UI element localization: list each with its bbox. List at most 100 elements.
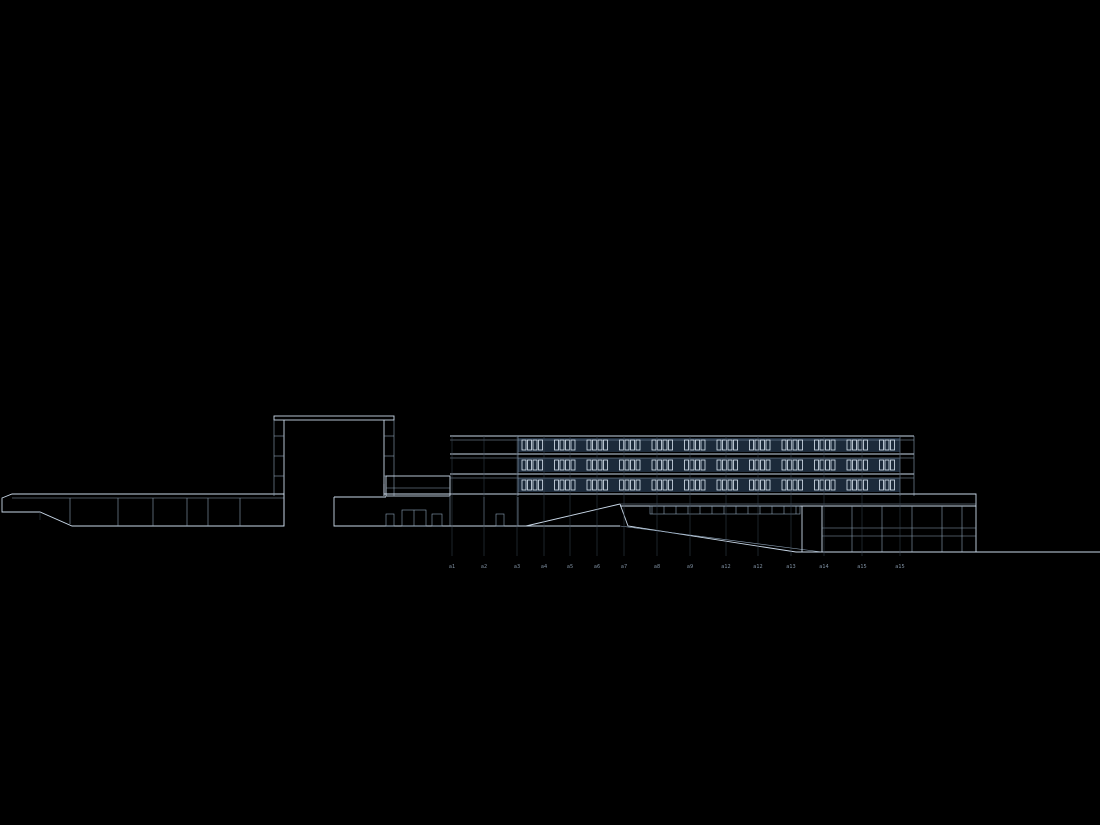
window-pane [700, 439, 706, 451]
window-pane [765, 459, 771, 471]
window-pane [565, 439, 570, 451]
window-pane [630, 479, 635, 491]
window-pane [830, 479, 836, 491]
window-pane [559, 479, 565, 491]
window-pane [521, 479, 527, 491]
window-pane [586, 459, 592, 471]
window-pane [716, 459, 722, 471]
window-pane [825, 439, 830, 451]
grid-axis-label: a13 [786, 564, 795, 570]
window-pane [749, 459, 754, 471]
window-pane [592, 439, 597, 451]
window-pane [635, 439, 641, 451]
window-pane [722, 439, 727, 451]
entrance-podium [333, 475, 620, 527]
window-pane [668, 439, 673, 451]
window-pane [787, 479, 792, 491]
window-pane [700, 459, 706, 471]
tower-core [273, 415, 395, 526]
window-pane [760, 439, 765, 451]
clerestory-panes [651, 506, 797, 514]
window-pane [586, 439, 592, 451]
window-pane [651, 459, 657, 471]
window-pane [727, 459, 733, 471]
window-pane [619, 479, 624, 491]
window-pane [727, 439, 733, 451]
window-pane [846, 439, 852, 451]
window-pane [716, 439, 722, 451]
window-pane [830, 439, 836, 451]
grid-axis-label: a15 [857, 564, 866, 570]
window-pane [624, 459, 630, 471]
grid-axis-label: a15 [895, 564, 904, 570]
window-pane [863, 479, 868, 491]
grid-axis-label: a8 [654, 564, 660, 570]
window-pane [554, 479, 559, 491]
window-pane [635, 459, 641, 471]
window-pane [630, 459, 635, 471]
window-pane [592, 459, 597, 471]
window-pane [565, 459, 570, 471]
window-pane [765, 479, 771, 491]
grid-axis-label: a14 [819, 564, 828, 570]
window-pane [532, 439, 538, 451]
window-pane [668, 479, 673, 491]
window-pane [754, 459, 760, 471]
window-pane [852, 459, 857, 471]
window-pane [603, 459, 608, 471]
window-pane [716, 479, 722, 491]
right-podium [383, 484, 1100, 553]
window-pane [830, 459, 836, 471]
grid-axis-label: a2 [481, 564, 487, 570]
grid-axis-label: a9 [687, 564, 693, 570]
window-pane [825, 479, 830, 491]
window-pane [570, 439, 576, 451]
window-pane [879, 479, 884, 491]
window-pane [570, 479, 576, 491]
window-pane [532, 479, 538, 491]
grid-axis-label: a1 [449, 564, 455, 570]
window-pane [884, 459, 890, 471]
window-pane [749, 479, 754, 491]
window-pane [825, 459, 830, 471]
window-pane [662, 459, 668, 471]
window-pane [684, 459, 689, 471]
window-pane [597, 439, 603, 451]
window-pane [586, 479, 592, 491]
window-pane [884, 439, 890, 451]
window-pane [722, 459, 727, 471]
window-panes [521, 439, 895, 491]
window-pane [651, 439, 657, 451]
window-pane [792, 439, 798, 451]
window-pane [781, 439, 787, 451]
window-pane [657, 479, 662, 491]
window-pane [532, 459, 538, 471]
window-pane [695, 459, 700, 471]
window-pane [890, 479, 895, 491]
window-pane [554, 459, 559, 471]
window-pane [662, 479, 668, 491]
window-pane [624, 479, 630, 491]
window-pane [884, 479, 890, 491]
window-pane [792, 459, 798, 471]
window-pane [781, 479, 787, 491]
window-pane [662, 439, 668, 451]
grid-axis-label: a12 [753, 564, 762, 570]
window-pane [879, 459, 884, 471]
window-pane [538, 459, 543, 471]
window-pane [527, 459, 532, 471]
window-pane [619, 459, 624, 471]
window-pane [527, 439, 532, 451]
window-pane [570, 459, 576, 471]
window-pane [890, 459, 895, 471]
grid-axis-label: a3 [514, 564, 520, 570]
window-pane [879, 439, 884, 451]
window-pane [527, 479, 532, 491]
window-pane [559, 459, 565, 471]
window-pane [863, 439, 868, 451]
window-pane [846, 459, 852, 471]
window-pane [754, 439, 760, 451]
window-pane [624, 439, 630, 451]
window-pane [603, 479, 608, 491]
